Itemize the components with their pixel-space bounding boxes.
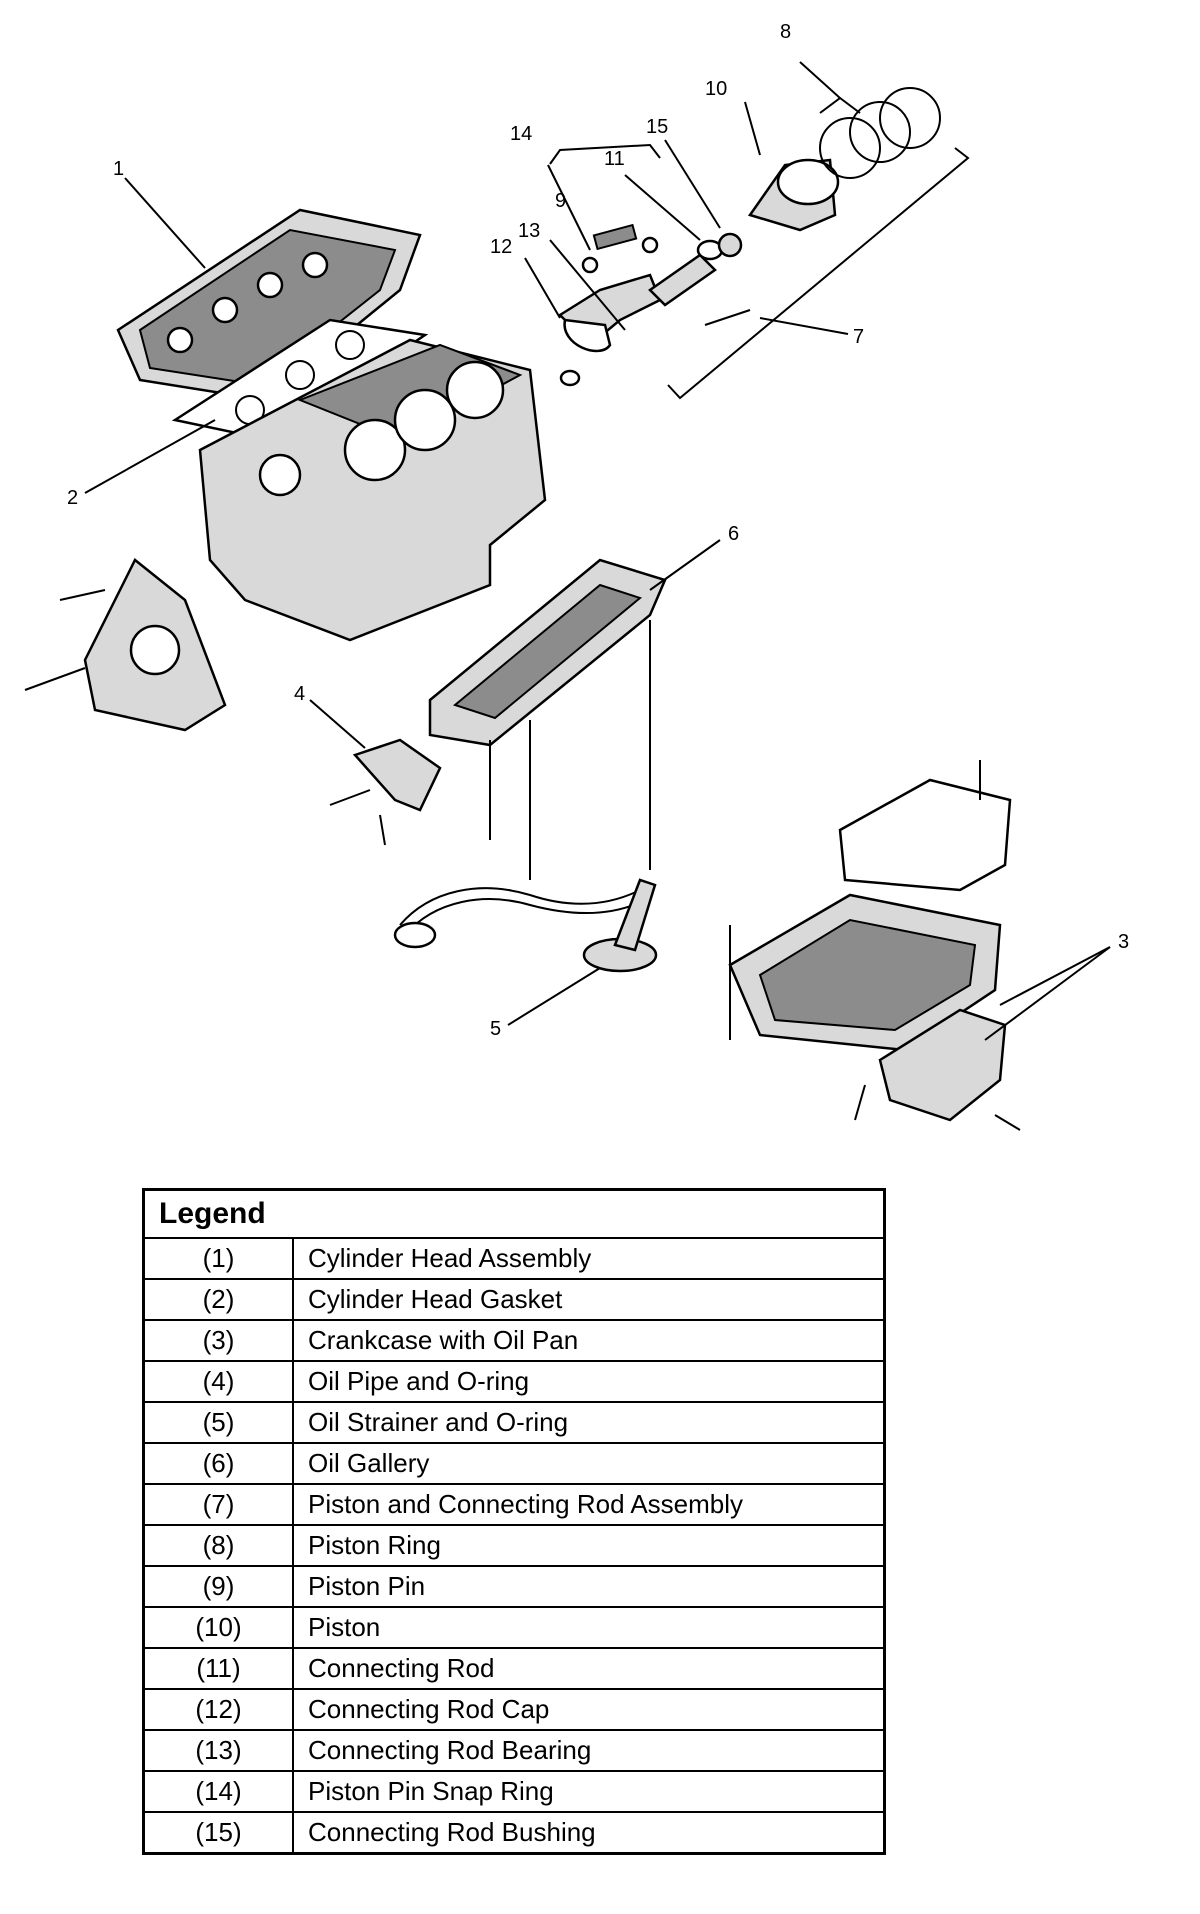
engine-exploded-diagram: 1 2 3 4 5 6 7 8 9 10 11 12 13 14 15 [24, 21, 1129, 1131]
callout-8: 8 [780, 21, 791, 43]
table-row: (3)Crankcase with Oil Pan [142, 1319, 886, 1362]
callout-12: 12 [490, 236, 512, 258]
legend-num: (13) [142, 1729, 294, 1772]
table-row: (8)Piston Ring [142, 1524, 886, 1567]
crankcase-oil-pan [728, 760, 1021, 1131]
callout-5: 5 [490, 1018, 501, 1040]
front-cover [24, 558, 227, 732]
legend-num: (12) [142, 1688, 294, 1731]
legend-desc: Piston Pin [292, 1565, 886, 1608]
table-row: (6)Oil Gallery [142, 1442, 886, 1485]
callout-7: 7 [853, 326, 864, 348]
callout-1: 1 [113, 158, 124, 180]
legend-num: (3) [142, 1319, 294, 1362]
callout-13: 13 [518, 220, 540, 242]
table-row: (12)Connecting Rod Cap [142, 1688, 886, 1731]
legend-num: (7) [142, 1483, 294, 1526]
oil-gallery [428, 558, 667, 880]
table-row: (13)Connecting Rod Bearing [142, 1729, 886, 1772]
callout-6: 6 [728, 523, 739, 545]
legend-num: (8) [142, 1524, 294, 1567]
callout-4: 4 [294, 683, 305, 705]
legend-desc: Crankcase with Oil Pan [292, 1319, 886, 1362]
legend-desc: Oil Gallery [292, 1442, 886, 1485]
piston-rod-assembly [558, 223, 751, 387]
legend-desc: Connecting Rod Cap [292, 1688, 886, 1731]
legend-num: (11) [142, 1647, 294, 1690]
table-row: (7)Piston and Connecting Rod Assembly [142, 1483, 886, 1526]
callout-3: 3 [1118, 931, 1129, 953]
leader-lines [84, 61, 1111, 1041]
oil-strainer [393, 878, 658, 973]
legend-desc: Cylinder Head Assembly [292, 1237, 886, 1280]
callout-14: 14 [510, 123, 532, 145]
legend-num: (6) [142, 1442, 294, 1485]
legend-num: (4) [142, 1360, 294, 1403]
legend-desc: Cylinder Head Gasket [292, 1278, 886, 1321]
piston-rings [819, 87, 941, 179]
legend-num: (15) [142, 1811, 294, 1855]
cylinder-head-assembly [116, 208, 422, 402]
table-row: (2)Cylinder Head Gasket [142, 1278, 886, 1321]
table-row: (1)Cylinder Head Assembly [142, 1237, 886, 1280]
legend-num: (9) [142, 1565, 294, 1608]
legend-desc: Oil Strainer and O-ring [292, 1401, 886, 1444]
legend-desc: Piston Pin Snap Ring [292, 1770, 886, 1813]
piston [747, 158, 840, 232]
legend-num: (1) [142, 1237, 294, 1280]
table-row: (11)Connecting Rod [142, 1647, 886, 1690]
legend-num: (10) [142, 1606, 294, 1649]
legend-num: (2) [142, 1278, 294, 1321]
legend-body: (1)Cylinder Head Assembly (2)Cylinder He… [142, 1237, 886, 1855]
legend-desc: Piston and Connecting Rod Assembly [292, 1483, 886, 1526]
legend-table: Legend (1)Cylinder Head Assembly (2)Cyli… [142, 1188, 886, 1855]
legend-header-row: Legend [142, 1188, 886, 1239]
table-row: (10)Piston [142, 1606, 886, 1649]
table-row: (14)Piston Pin Snap Ring [142, 1770, 886, 1813]
table-row: (5)Oil Strainer and O-ring [142, 1401, 886, 1444]
legend-desc: Connecting Rod Bearing [292, 1729, 886, 1772]
callout-labels: 1 2 3 4 5 6 7 8 9 10 11 12 13 14 15 [67, 21, 1129, 1040]
callout-15: 15 [646, 116, 668, 138]
legend-desc: Connecting Rod Bushing [292, 1811, 886, 1855]
callout-11: 11 [604, 148, 625, 170]
legend-num: (5) [142, 1401, 294, 1444]
legend-title: Legend [142, 1188, 886, 1239]
oil-pipe [329, 738, 442, 846]
legend-desc: Piston [292, 1606, 886, 1649]
legend-desc: Oil Pipe and O-ring [292, 1360, 886, 1403]
legend-desc: Piston Ring [292, 1524, 886, 1567]
callout-10: 10 [705, 78, 727, 100]
callout-2: 2 [67, 487, 78, 509]
table-row: (15)Connecting Rod Bushing [142, 1811, 886, 1855]
table-row: (9)Piston Pin [142, 1565, 886, 1608]
engine-block [198, 338, 547, 642]
callout-9: 9 [555, 190, 566, 212]
table-row: (4)Oil Pipe and O-ring [142, 1360, 886, 1403]
legend-desc: Connecting Rod [292, 1647, 886, 1690]
legend-num: (14) [142, 1770, 294, 1813]
